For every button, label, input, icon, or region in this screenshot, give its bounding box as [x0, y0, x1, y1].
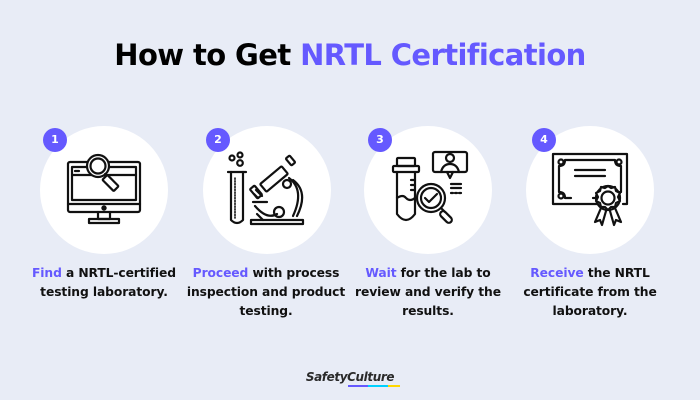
step-action: Proceed: [192, 266, 249, 280]
step-text: a NRTL-certified testing laboratory.: [40, 266, 176, 299]
step-action: Receive: [530, 266, 584, 280]
step-4: 4 Receive the NRTL certificate from the …: [509, 0, 671, 400]
step-action: Find: [32, 266, 62, 280]
title-accent: NRTL Certification: [300, 38, 586, 72]
step-number-badge: 3: [368, 128, 392, 152]
step-description: Wait for the lab to review and verify th…: [347, 264, 509, 321]
step-action: Wait: [365, 266, 397, 280]
step-description: Proceed with process inspection and prod…: [185, 264, 347, 321]
step-number-badge: 4: [532, 128, 556, 152]
step-number-badge: 2: [206, 128, 230, 152]
computer-search-icon: [64, 150, 144, 230]
lab-review-verify-icon: [389, 150, 469, 230]
step-text: for the lab to review and verify the res…: [355, 266, 501, 318]
step-text: with process inspection and product test…: [186, 266, 346, 318]
step-description: Find a NRTL-certified testing laboratory…: [23, 264, 185, 302]
logo-bar-yellow: [387, 385, 400, 387]
step-text: the NRTL certificate from the laboratory…: [523, 266, 657, 318]
certificate-icon: [551, 152, 631, 232]
microscope-test-tube-icon: [227, 150, 307, 230]
logo-underline: [347, 385, 400, 387]
step-1: 1 Find a NRTL-certified testing laborato…: [23, 0, 185, 400]
page-title: How to Get NRTL Certification: [0, 38, 700, 72]
logo-wordmark: SafetyCulture: [305, 370, 400, 387]
logo-text: SafetyCulture: [305, 370, 395, 384]
step-2: 2 Proceed with process: [185, 0, 347, 400]
title-prefix: How to Get: [114, 38, 301, 72]
logo-bar-purple: [347, 385, 368, 387]
logo-bar-cyan: [367, 385, 388, 387]
safetyculture-logo: SafetyCulture: [0, 366, 700, 387]
step-number-badge: 1: [43, 128, 67, 152]
step-3: 3 Wait fo: [347, 0, 509, 400]
step-description: Receive the NRTL certificate from the la…: [509, 264, 671, 321]
